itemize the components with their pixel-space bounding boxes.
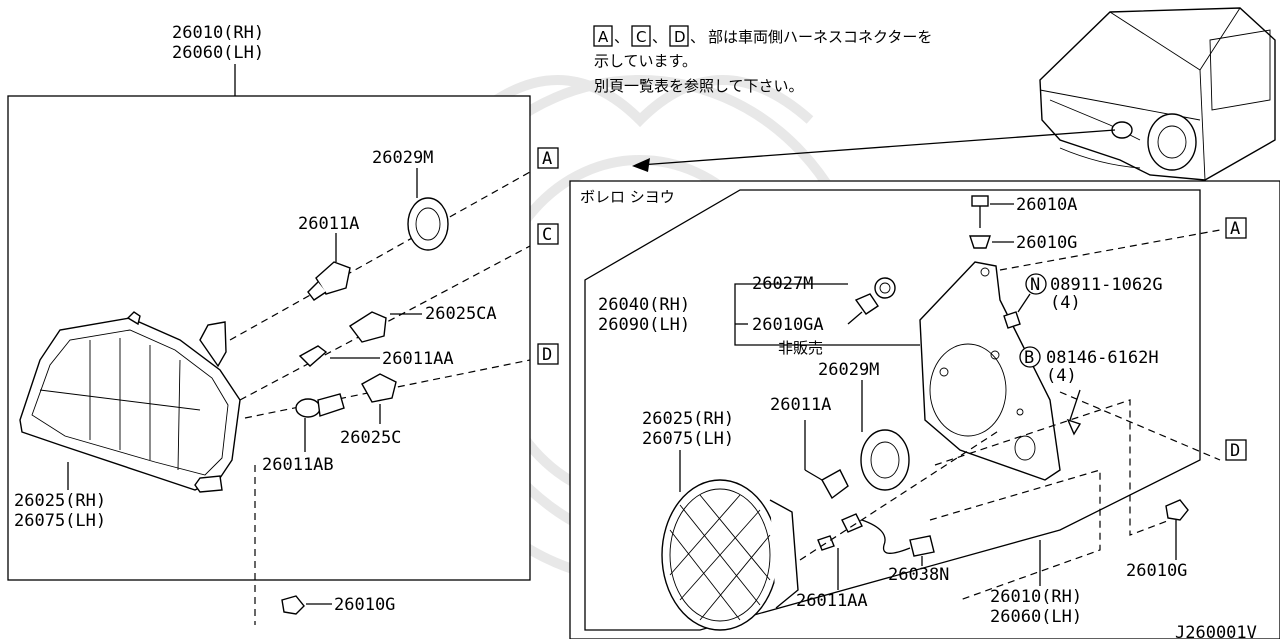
- right-part-26027M: 26027M: [752, 274, 813, 294]
- right-wire-harness: [841, 513, 935, 566]
- note-line3: 別頁一覧表を参照して下さい。: [594, 77, 804, 95]
- right-nut-key: N: [1030, 275, 1040, 295]
- svg-text:、: 、: [690, 28, 705, 46]
- left-part-26025CA: 26025CA: [425, 304, 497, 324]
- left-part-26029M: 26029M: [372, 148, 433, 168]
- left-bulb-ab: [295, 393, 345, 452]
- right-part-assy-rh: 26040(RH): [598, 295, 690, 315]
- right-panel-title: ボレロ シヨウ: [580, 188, 675, 206]
- left-connector-c: C: [542, 225, 552, 245]
- right-part-26029M: 26029M: [818, 360, 879, 380]
- figure-code: J260001V: [1175, 623, 1257, 639]
- left-connector-d: D: [542, 345, 552, 365]
- left-halogen-bulb: [307, 233, 351, 301]
- vehicle-front-sketch: [1039, 7, 1276, 181]
- note-line1: 部は車両側ハーネスコネクターを: [708, 28, 932, 46]
- svg-text:、: 、: [652, 28, 667, 46]
- left-wedge-bulb: [298, 345, 380, 367]
- left-connector-a: A: [542, 149, 552, 169]
- svg-text:、: 、: [614, 28, 629, 46]
- right-assembly-rh-label: 26010(RH): [990, 587, 1082, 607]
- right-mounting-bracket: [919, 261, 1061, 481]
- right-round-headlamp: [661, 479, 799, 631]
- left-part-26011AB: 26011AB: [262, 455, 334, 475]
- left-part-26011AA: 26011AA: [382, 349, 454, 369]
- right-nut-qty: (4): [1050, 293, 1081, 313]
- note-key-c: C: [636, 28, 646, 46]
- right-connector-a: A: [1230, 219, 1240, 239]
- note-line2: 示しています。: [594, 52, 697, 70]
- left-part-26025C: 26025C: [340, 428, 401, 448]
- right-part-26011AA: 26011AA: [796, 591, 868, 611]
- right-not-sold-label: 非販売: [778, 339, 823, 357]
- right-part-26011A: 26011A: [770, 395, 831, 415]
- note-key-a: A: [598, 28, 609, 46]
- right-assembly-lh-label: 26060(LH): [990, 607, 1082, 627]
- right-clip: [1165, 499, 1189, 560]
- right-part-26010G-bottom: 26010G: [1126, 561, 1187, 581]
- left-assembly-rh-label: 26010(RH): [172, 23, 264, 43]
- note-key-d: D: [674, 28, 686, 46]
- left-part-lens-lh: 26075(LH): [14, 511, 106, 531]
- right-connector-d: D: [1230, 441, 1240, 461]
- right-bolt-a: [971, 195, 1014, 228]
- left-socket-ca: [348, 311, 422, 343]
- left-part-lens-rh: 26025(RH): [14, 491, 106, 511]
- left-part-26010G: 26010G: [334, 595, 395, 615]
- right-part-lens-lh: 26075(LH): [642, 429, 734, 449]
- right-nut-code: 08911-1062G: [1050, 275, 1163, 295]
- right-bolt-key: B: [1024, 348, 1034, 368]
- right-halogen-bulb: [804, 420, 849, 500]
- right-bolt-qty: (4): [1046, 366, 1077, 386]
- left-part-26011A: 26011A: [298, 214, 359, 234]
- right-part-26038N: 26038N: [888, 565, 949, 585]
- right-part-lens-rh: 26025(RH): [642, 409, 734, 429]
- right-grommet-g: [969, 235, 1014, 249]
- right-part-26010GA: 26010GA: [752, 315, 824, 335]
- left-clip: [281, 595, 332, 615]
- right-socket-cover: [860, 380, 910, 491]
- right-cap-parts: [847, 277, 896, 325]
- left-socket-c: [361, 373, 397, 424]
- left-assembly-lh-label: 26060(LH): [172, 43, 264, 63]
- right-part-assy-lh: 26090(LH): [598, 315, 690, 335]
- right-part-26010G-top: 26010G: [1016, 233, 1077, 253]
- right-bolt-code: 08146-6162H: [1046, 348, 1159, 368]
- left-headlamp-housing: [19, 311, 241, 493]
- left-socket-cover: [407, 168, 449, 251]
- right-part-26010A: 26010A: [1016, 195, 1077, 215]
